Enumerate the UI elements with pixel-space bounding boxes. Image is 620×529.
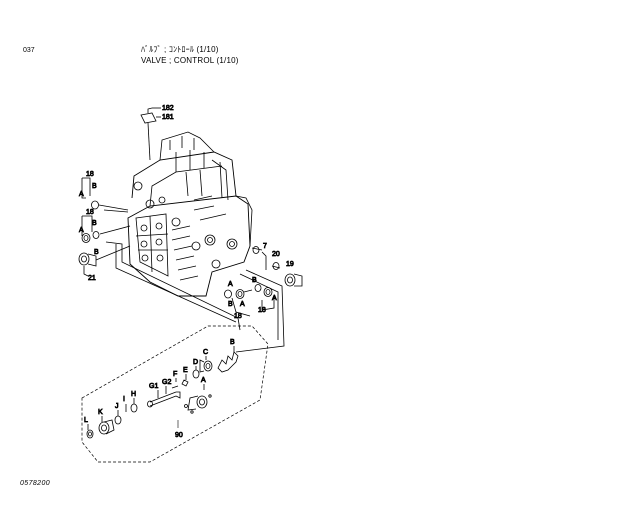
key-g2: G2 <box>162 379 171 386</box>
key-j: J <box>115 403 119 410</box>
callout-20: 20 <box>272 251 280 258</box>
label-b-5: B <box>228 301 233 308</box>
key-f: F <box>173 371 177 378</box>
page-title: VALVE ; CONTROL (1/10) <box>141 56 239 65</box>
callout-19: 19 <box>286 261 294 268</box>
callout-182: 182 <box>162 105 174 112</box>
callout-18-bottom-right: 18 <box>258 307 266 314</box>
page-title-japanese: ﾊﾞﾙﾌﾞ ; ｺﾝﾄﾛｰﾙ (1/10) <box>141 45 219 54</box>
callout-21: 21 <box>88 275 96 282</box>
callout-18-mid: 18 <box>86 209 94 216</box>
label-a-4: A <box>228 281 233 288</box>
name-plate <box>140 107 157 161</box>
label-b-4: B <box>252 277 257 284</box>
callout-90: 90 <box>175 432 183 439</box>
label-a-2: A <box>79 227 84 234</box>
right-fittings <box>224 246 303 353</box>
key-c: C <box>203 349 208 356</box>
key-k: K <box>98 409 103 416</box>
key-l: L <box>84 417 88 424</box>
callout-181: 181 <box>162 114 174 121</box>
key-e: E <box>183 367 188 374</box>
callout-7: 7 <box>263 243 267 250</box>
key-d: D <box>193 359 198 366</box>
page-number: 037 <box>23 47 35 54</box>
control-valve-body <box>127 131 253 297</box>
key-b: B <box>230 339 235 346</box>
drawing-code: 0578200 <box>20 480 51 487</box>
key-i: I <box>123 396 125 403</box>
label-b-2: B <box>92 220 97 227</box>
key-g1: G1 <box>149 383 158 390</box>
label-a-1: A <box>79 191 84 198</box>
spool-kit-parts <box>86 346 239 439</box>
label-a-3: A <box>240 301 245 308</box>
label-b-1: B <box>92 183 97 190</box>
label-b-3: B <box>94 249 99 256</box>
label-a-5: A <box>272 295 277 302</box>
callout-18-top: 18 <box>86 171 94 178</box>
left-fittings <box>78 177 241 331</box>
key-a: A <box>201 377 206 384</box>
key-h: H <box>131 391 136 398</box>
kit-boundary <box>81 325 269 463</box>
callout-18-bottom-left: 18 <box>234 313 242 320</box>
